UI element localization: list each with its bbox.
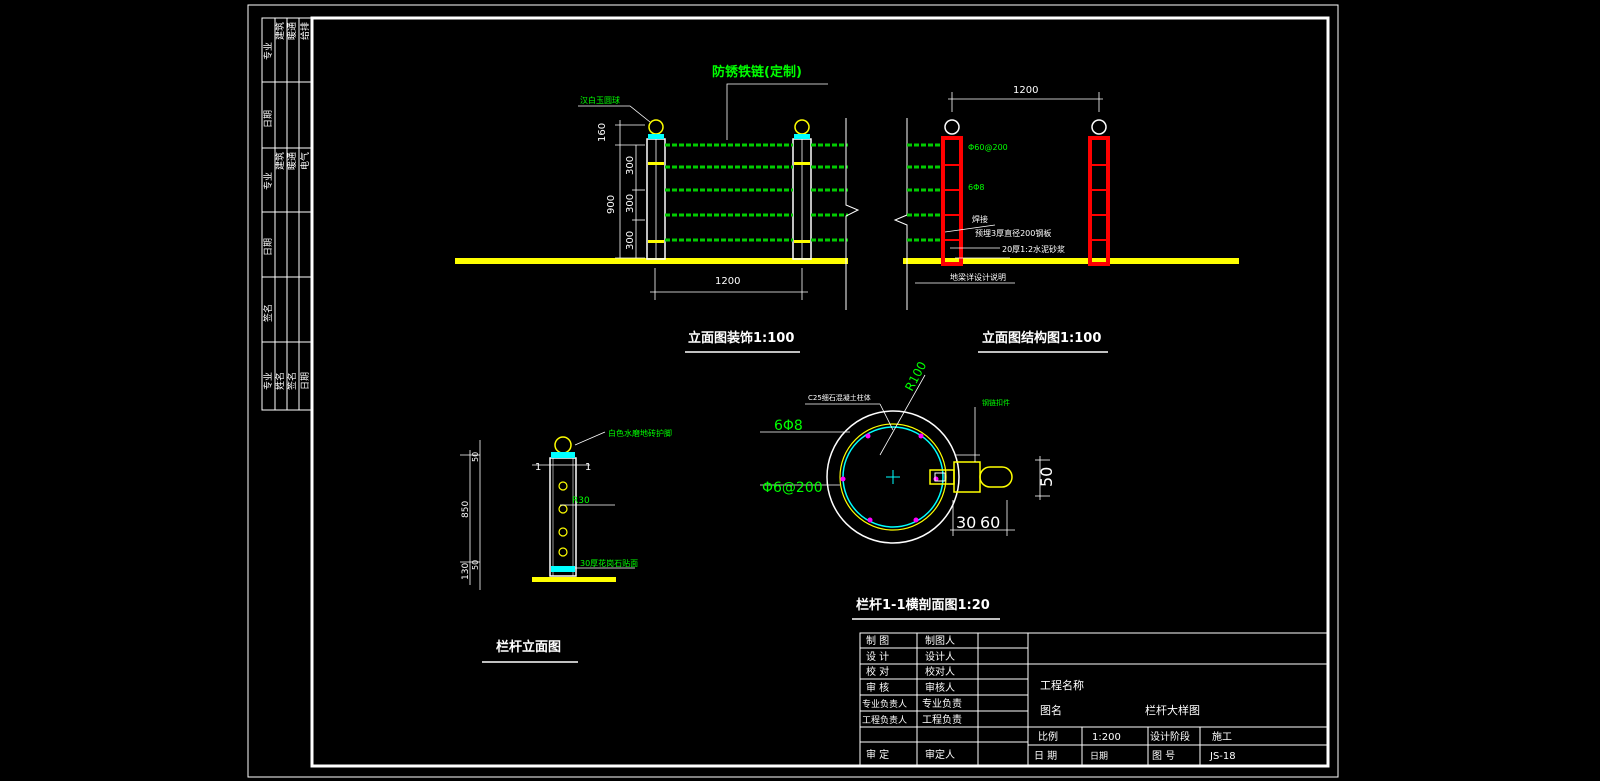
side-r6c: 签名 <box>286 372 298 390</box>
outer-frame <box>247 4 1339 778</box>
dim-50b: 50 <box>471 560 480 570</box>
side-r2: 日期 <box>263 110 274 128</box>
rail-elevation: 1 1 850 130 50 50 白色水磨地砖护脚 R30 30厚花岗石贴面 … <box>460 428 672 663</box>
tb-role-2: 设 计 <box>866 650 889 663</box>
cross-section: C25细石混凝土柱体 R100 钢链扣件 6Φ8 Φ6@200 50 30 60… <box>760 359 1056 620</box>
tb-name-6: 工程负责 <box>922 713 962 726</box>
side-r6b: 姓名 <box>274 372 286 390</box>
sec-dim-30: 30 <box>956 513 976 532</box>
dim-1200-struct: 1200 <box>1013 85 1038 96</box>
dim-130: 130 <box>461 563 471 580</box>
struct-weld: 焊接 <box>972 214 988 224</box>
tb-date: 日期 <box>1090 751 1108 762</box>
side-r4: 日期 <box>263 238 274 256</box>
chain-label: 防锈铁链(定制) <box>712 64 802 80</box>
side-r3c: 暖通 <box>286 152 298 170</box>
sec-r100: R100 <box>902 359 929 393</box>
side-r1a: 专业 <box>262 42 274 60</box>
tb-number: JS-18 <box>1209 751 1236 762</box>
title-elev-deco: 立面图装饰1:100 <box>688 330 794 346</box>
title-block <box>859 632 1329 767</box>
tb-name-2: 设计人 <box>925 650 955 663</box>
title-elev-struct: 立面图结构图1:100 <box>982 330 1101 346</box>
dim-850: 850 <box>461 501 471 518</box>
side-r1b: 建筑 <box>274 22 286 40</box>
side-r3a: 专业 <box>262 172 274 190</box>
struct-plate: 预埋3厚直径200钢板 <box>975 228 1051 238</box>
struct-foundation: 地梁详设计说明 <box>950 272 1006 282</box>
side-signature-table <box>261 17 313 411</box>
dim-300c: 300 <box>625 231 636 250</box>
side-r1c: 暖通 <box>286 22 298 40</box>
sec-fitting: 钢链扣件 <box>982 398 1010 407</box>
tb-stage: 施工 <box>1212 730 1232 743</box>
struct-pipe: Φ60@200 <box>968 143 1008 152</box>
tb-name-5: 专业负责 <box>922 697 962 710</box>
dim-900: 900 <box>606 195 617 214</box>
elevation-decoration: 防锈铁链(定制) 汉白玉圆球 160 900 300 300 300 1200 … <box>455 64 860 353</box>
title-rail-elev: 栏杆立面图 <box>496 639 561 655</box>
tb-role-1: 制 图 <box>866 634 889 647</box>
rail-base-note: 30厚花岗石贴面 <box>580 558 638 568</box>
tb-approve-role: 审 定 <box>866 748 889 761</box>
dim-1200-deco: 1200 <box>715 276 740 287</box>
sec-dim-50: 50 <box>1037 467 1056 487</box>
side-r1d: 给排 <box>299 22 311 40</box>
rail-sec-right: 1 <box>585 462 591 473</box>
tb-role-6: 工程负责人 <box>862 714 907 726</box>
sec-pipe: Φ6@200 <box>762 480 823 496</box>
side-r6a: 专业 <box>262 372 274 390</box>
side-r3d: 电气 <box>299 152 311 170</box>
tb-scale-label: 比例 <box>1038 730 1058 743</box>
rail-cap-note: 白色水磨地砖护脚 <box>608 428 672 438</box>
struct-mortar: 20厚1:2水泥砂浆 <box>1002 244 1065 254</box>
struct-bar: 6Φ8 <box>968 183 984 192</box>
tb-drawing-name: 栏杆大样图 <box>1145 703 1200 717</box>
dim-50a: 50 <box>471 452 480 462</box>
rail-r30: R30 <box>572 496 590 506</box>
tb-name-1: 制图人 <box>925 634 955 647</box>
rail-sec-left: 1 <box>535 462 541 473</box>
elevation-structure: 1200 Φ60@200 6Φ8 焊接 预埋3厚直径200钢板 20厚1:2水泥… <box>893 85 1239 353</box>
sec-dim-60: 60 <box>980 513 1000 532</box>
tb-name-3: 校对人 <box>925 665 955 678</box>
tb-role-5: 专业负责人 <box>862 698 907 710</box>
tb-name-4: 审核人 <box>925 681 955 694</box>
tb-project-label: 工程名称 <box>1040 678 1084 692</box>
cap-label: 汉白玉圆球 <box>580 95 620 105</box>
tb-drawing-name-label: 图名 <box>1040 703 1062 717</box>
tb-scale: 1:200 <box>1092 732 1121 743</box>
side-r3b: 建筑 <box>274 152 286 170</box>
tb-role-3: 校 对 <box>866 665 889 678</box>
dim-300b: 300 <box>625 194 636 213</box>
side-r6d: 日期 <box>300 372 311 390</box>
sec-bar: 6Φ8 <box>774 418 803 434</box>
tb-stage-label: 设计阶段 <box>1150 730 1190 743</box>
title-section: 栏杆1-1横剖面图1:20 <box>856 597 990 613</box>
tb-approve-name: 审定人 <box>925 748 955 761</box>
tb-number-label: 图 号 <box>1152 750 1175 762</box>
tb-date-label: 日 期 <box>1034 750 1057 762</box>
inner-frame <box>310 16 1330 768</box>
dim-300a: 300 <box>625 156 636 175</box>
dim-160: 160 <box>597 123 608 142</box>
sec-concrete: C25细石混凝土柱体 <box>808 393 871 402</box>
tb-role-4: 审 核 <box>866 681 889 694</box>
side-r5: 签名 <box>262 304 274 322</box>
